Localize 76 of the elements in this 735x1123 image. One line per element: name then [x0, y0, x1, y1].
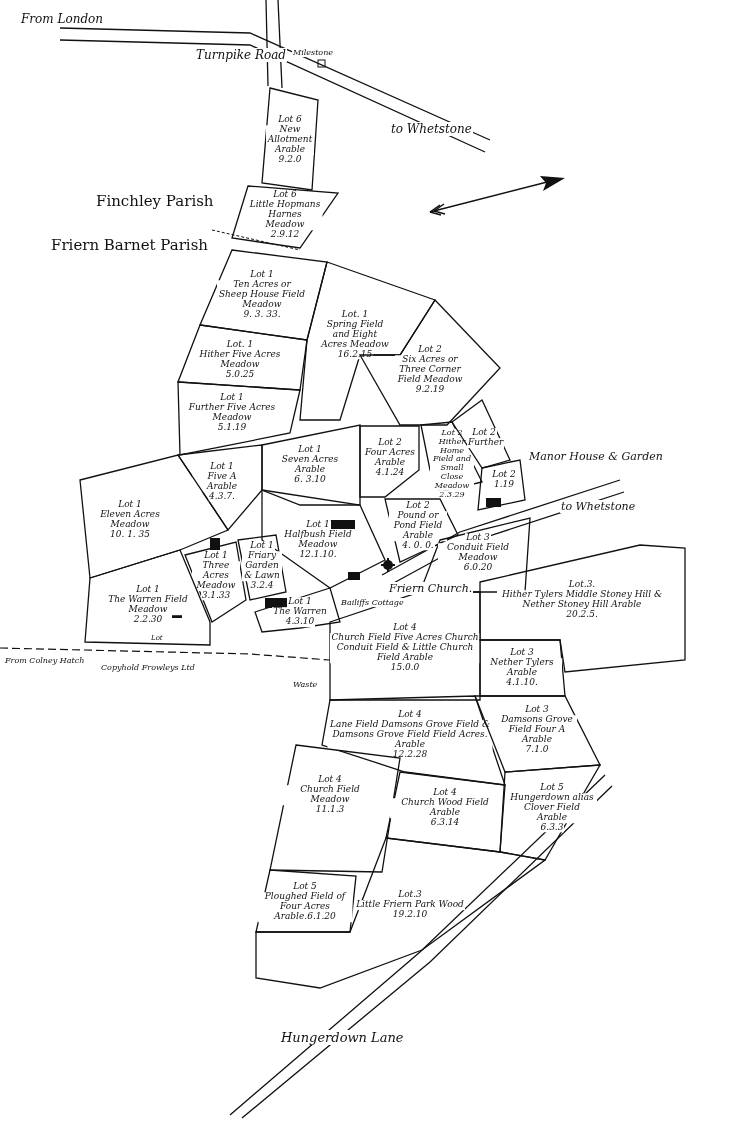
field-area: 9. 3. 33.	[242, 309, 282, 320]
field-area: 4.1.24	[374, 467, 406, 478]
place-name: Waste	[292, 680, 319, 689]
field-plot	[256, 870, 356, 932]
field-area: 11.1.3	[314, 804, 346, 815]
field-area: 4.3.7.	[208, 491, 236, 502]
field-plot	[238, 535, 286, 600]
field-plot	[256, 838, 545, 988]
field-area: 2.2.30	[132, 614, 164, 625]
field-area: 2.3.29	[438, 490, 466, 500]
field-area: 10. 1. 35	[108, 529, 152, 540]
field-plot	[480, 640, 565, 696]
field-area: 15.0.0	[389, 662, 421, 673]
field-name: Hungerdown alias Clover Field Arable	[507, 793, 597, 823]
lot-number: Lot 1	[249, 541, 275, 552]
parish-name: Finchley Parish	[95, 192, 215, 210]
landmark-name: Friern Church.	[388, 582, 474, 595]
lot-number: Lot 2	[491, 470, 517, 480]
landmark-name: Manor House & Garden	[528, 450, 664, 463]
field-plot	[232, 186, 338, 248]
field-plot	[178, 382, 300, 455]
field-area: 20.2.5.	[565, 609, 599, 620]
field-area: 7.1.0	[524, 744, 550, 755]
field-area: 6. 3.10	[293, 474, 327, 485]
field-name: New Allotment Arable	[266, 125, 314, 155]
lot-number: Lot 1	[305, 520, 331, 531]
field-area: 5.0.25	[224, 369, 256, 380]
field-area: 2.9.12	[269, 229, 301, 240]
field-name: Friary Garden & Lawn	[242, 551, 282, 581]
field-area: 6.3.14	[429, 817, 461, 828]
field-plot	[262, 425, 360, 505]
field-area: 12.2.28	[391, 749, 429, 760]
field-name: Little Hopmans Harnes Meadow	[247, 200, 323, 230]
field-area: 4.3.10	[284, 616, 316, 627]
field-area: 4.1.10.	[505, 677, 539, 688]
field-name: Three Acres Meadow	[192, 561, 240, 591]
road-name: From Colney Hatch	[4, 656, 86, 665]
field-plot	[178, 445, 262, 530]
field-plot	[255, 588, 340, 632]
lot-number: Lot 2	[440, 428, 464, 438]
road-name: to Whetstone	[390, 122, 473, 136]
road-name: to Whetstone	[560, 500, 637, 513]
field-plot	[262, 88, 318, 190]
field-area: 6.3.3	[539, 822, 565, 833]
field-area: 3.2.4	[249, 580, 275, 591]
road-name: Turnpike Road	[195, 48, 287, 62]
field-area: 12.1.10.	[298, 549, 338, 560]
landmark-name: Bailiffs Cottage	[340, 598, 405, 607]
field-plot	[178, 325, 307, 390]
field-area: 19.2.10	[391, 909, 429, 920]
field-plot	[360, 426, 419, 497]
field-area: 5.1.19	[216, 422, 248, 433]
holding-name: Copyhold Frowleys Ltd	[100, 663, 196, 672]
road-name: Hungerdown Lane	[280, 1030, 405, 1045]
field-name: The Warren	[272, 607, 328, 617]
field-name: 1.19	[492, 480, 515, 490]
lot-number: Lot 2	[471, 428, 497, 438]
field-name: Six Acres or Three Corner Field Meadow	[395, 355, 465, 385]
field-area: 9.2.19	[414, 384, 446, 395]
field-area: 4. 0. 0.	[401, 540, 435, 551]
field-name: Four Acres Arable	[362, 448, 418, 468]
field-name: Ten Acres or Sheep House Field Meadow	[217, 280, 307, 310]
lot-number: Lot 3	[465, 533, 491, 544]
landmark-name: Milestone	[292, 48, 335, 57]
field-plot	[478, 460, 525, 510]
field-name: Ploughed Field of Four Acres Arable.6.1.20	[257, 892, 353, 922]
field-area: 3.1.33	[200, 590, 232, 601]
field-plot	[500, 765, 600, 860]
field-name: Further	[467, 438, 505, 448]
field-area: 16.2.15	[336, 349, 374, 360]
place-name: From London	[20, 12, 105, 26]
field-area: 6.0.20	[462, 562, 494, 573]
field-area: 9.2.0	[277, 154, 303, 165]
field-name: Little Friern Park Wood	[355, 900, 465, 910]
field-name: Church Field Five Acres Church Conduit Field & Little Church Field Arable	[330, 633, 480, 663]
field-name: Pound or Pond Field Arable	[389, 511, 447, 541]
